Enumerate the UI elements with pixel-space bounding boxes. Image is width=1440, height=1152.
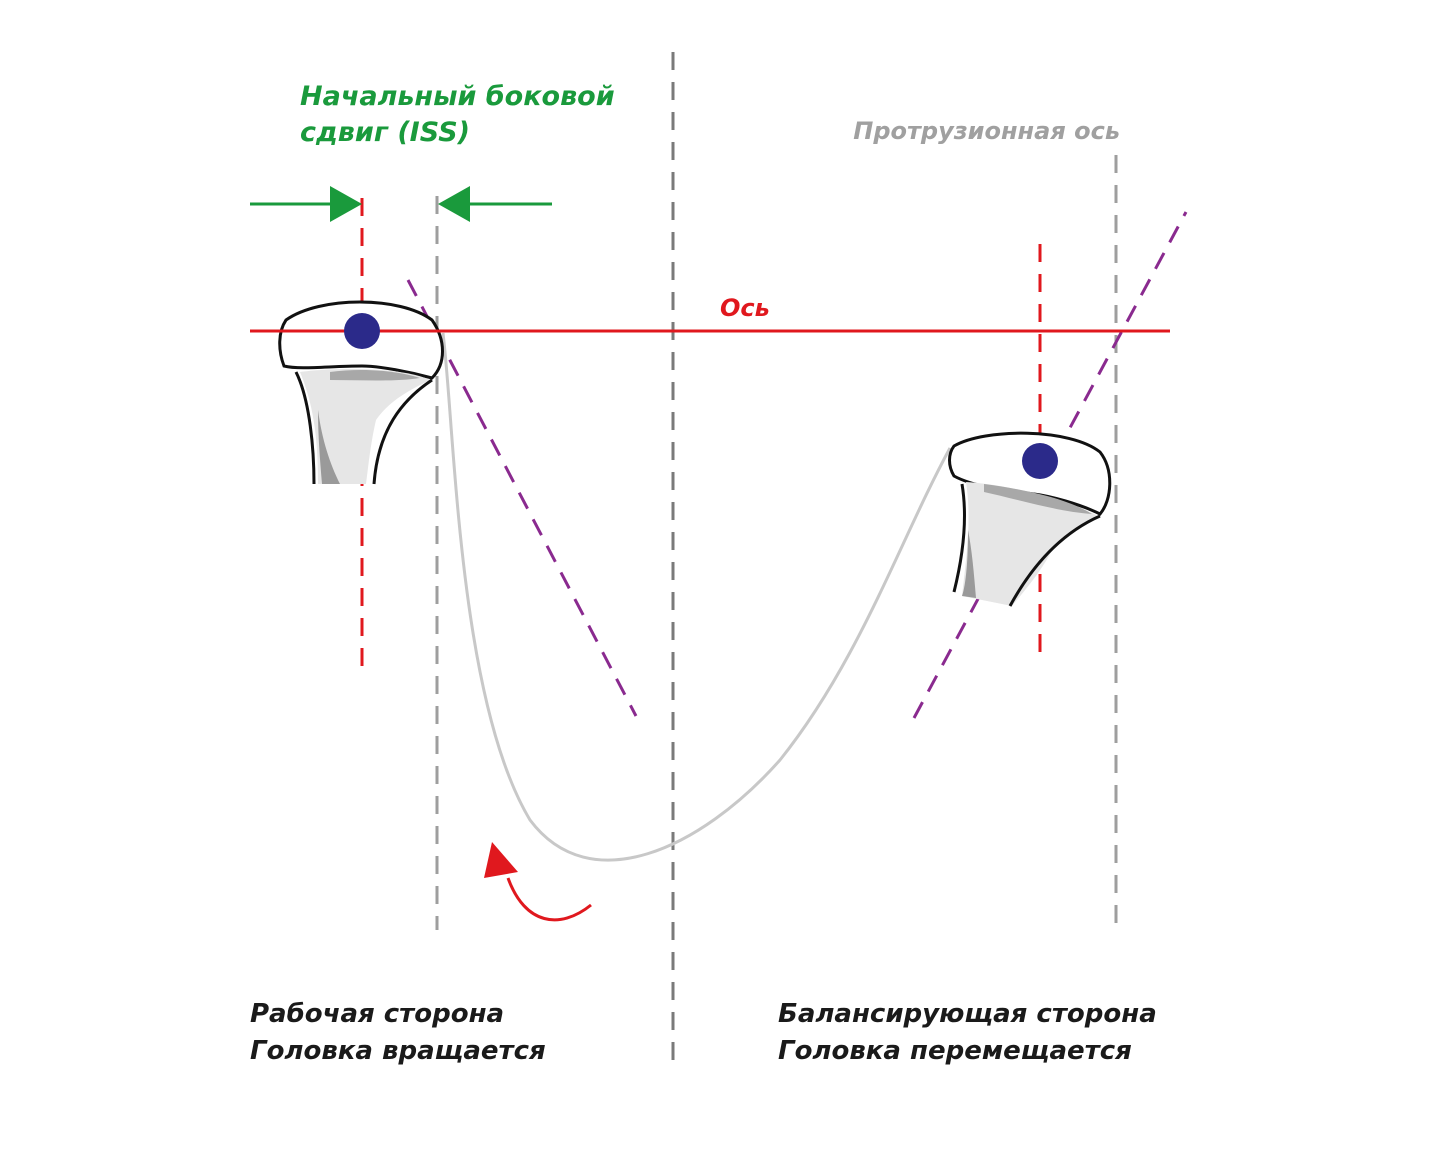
protrusion-axis-label: Протрузионная ось <box>853 117 1120 145</box>
working-condyle-center-dot <box>344 313 380 349</box>
working-side-label-line1: Рабочая сторона <box>250 999 504 1029</box>
iss-label-line2: сдвиг (ISS) <box>300 117 470 148</box>
working-purple-axis-line <box>406 279 638 717</box>
iss-left-arrow <box>250 186 362 222</box>
balancing-condyle-center-dot <box>1022 443 1058 479</box>
balancing-side-label-line2: Головка перемещается <box>778 1036 1132 1066</box>
working-side-label-line2: Головка вращается <box>250 1036 546 1066</box>
axis-label: Ось <box>720 294 770 322</box>
rotation-direction-arrow <box>484 842 592 922</box>
balancing-side-label-line1: Балансирующая сторона <box>778 999 1157 1029</box>
iss-label-line1: Начальный боковой <box>300 81 615 112</box>
iss-right-arrow <box>438 186 552 222</box>
condyle-path-curve <box>441 332 952 862</box>
